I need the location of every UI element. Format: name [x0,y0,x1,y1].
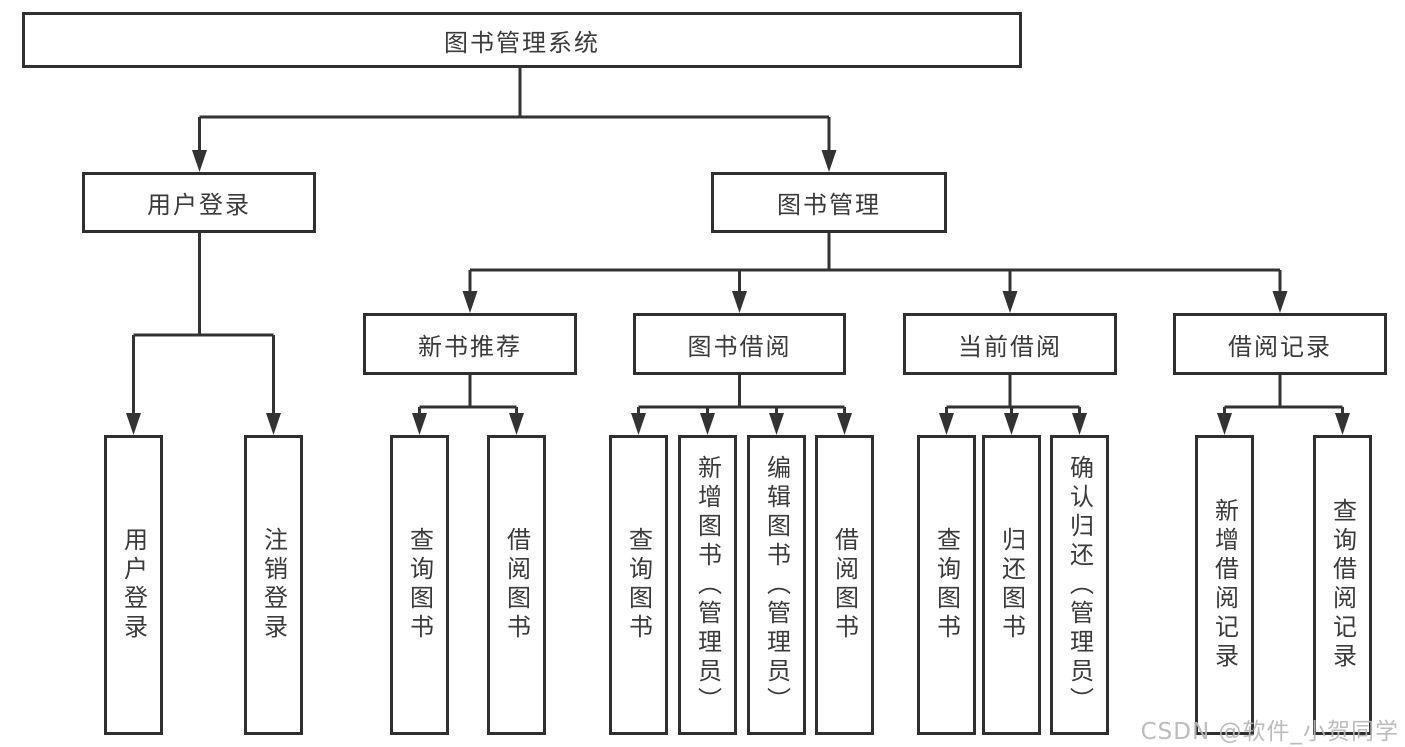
leaf-label: 查询图书 [624,527,653,643]
leaf-query-books-recommend: 查询图书 [390,435,449,735]
leaf-add-borrow-record: 新增借阅记录 [1195,435,1254,735]
connector-book-mgmt-split [468,233,1282,295]
node-user-login: 用户登录 [82,172,316,233]
leaf-query-books-current: 查询图书 [917,435,976,735]
leaf-label: 查询图书 [405,527,434,643]
node-book-borrow: 图书借阅 [633,313,846,375]
leaf-user-login: 用户登录 [104,435,163,735]
leaf-borrow-books-recommend: 借阅图书 [487,435,546,735]
arrow-down-icon [1072,413,1087,435]
connector-borrow-records-split [1223,375,1344,417]
leaf-query-books-borrow: 查询图书 [609,435,668,735]
leaf-edit-book-admin: 编辑图书（管理员） [747,435,806,735]
leaf-label: 编辑图书（管理员） [762,454,791,716]
arrow-down-icon [631,413,646,435]
connector-book-borrow-split [637,375,846,417]
arrow-down-icon [732,291,747,313]
connector-new-book-split [418,375,518,417]
arrow-down-icon [939,413,954,435]
node-borrow-records: 借阅记录 [1173,313,1387,375]
leaf-borrow-books: 借阅图书 [815,435,874,735]
leaf-label: 确认归还（管理员） [1065,454,1094,716]
arrow-down-icon [1272,291,1288,313]
connector-root-split [198,68,831,152]
arrow-down-icon [412,413,427,435]
leaf-label: 借阅图书 [830,527,859,643]
arrow-down-icon [837,413,852,435]
leaf-logout: 注销登录 [244,435,303,735]
leaf-label: 用户登录 [119,527,148,643]
arrow-down-icon [192,150,207,172]
leaf-return-book: 归还图书 [982,435,1041,735]
leaf-label: 注销登录 [259,527,288,643]
connector-user-login-split [132,233,275,417]
arrow-down-icon [509,413,524,435]
arrowheads [126,150,1350,435]
leaf-label: 查询图书 [932,527,961,643]
arrow-down-icon [462,291,478,313]
node-current-borrow: 当前借阅 [903,313,1117,375]
arrow-down-icon [769,413,784,435]
arrow-down-icon [700,413,715,435]
node-new-book-recommend: 新书推荐 [363,313,577,375]
arrow-down-icon [821,150,837,172]
arrow-down-icon [1217,413,1232,435]
connector-paths [132,68,1344,417]
leaf-label: 归还图书 [997,527,1026,643]
arrow-down-icon [266,413,281,435]
arrow-down-icon [1335,413,1350,435]
leaf-query-borrow-record: 查询借阅记录 [1313,435,1372,735]
leaf-label: 新增图书（管理员） [693,454,722,716]
arrow-down-icon [1002,291,1018,313]
leaf-label: 查询借阅记录 [1328,498,1357,672]
node-root-system: 图书管理系统 [22,12,1022,68]
leaf-label: 借阅图书 [502,527,531,643]
arrow-down-icon [1004,413,1019,435]
leaf-label: 新增借阅记录 [1210,498,1239,672]
csdn-watermark: CSDN @软件_小贺同学 [1140,719,1399,745]
connector-current-borrow-split [945,375,1081,417]
leaf-add-book-admin: 新增图书（管理员） [678,435,737,735]
leaf-confirm-return-admin: 确认归还（管理员） [1050,435,1109,735]
node-book-management: 图书管理 [711,172,947,233]
arrow-down-icon [126,413,141,435]
